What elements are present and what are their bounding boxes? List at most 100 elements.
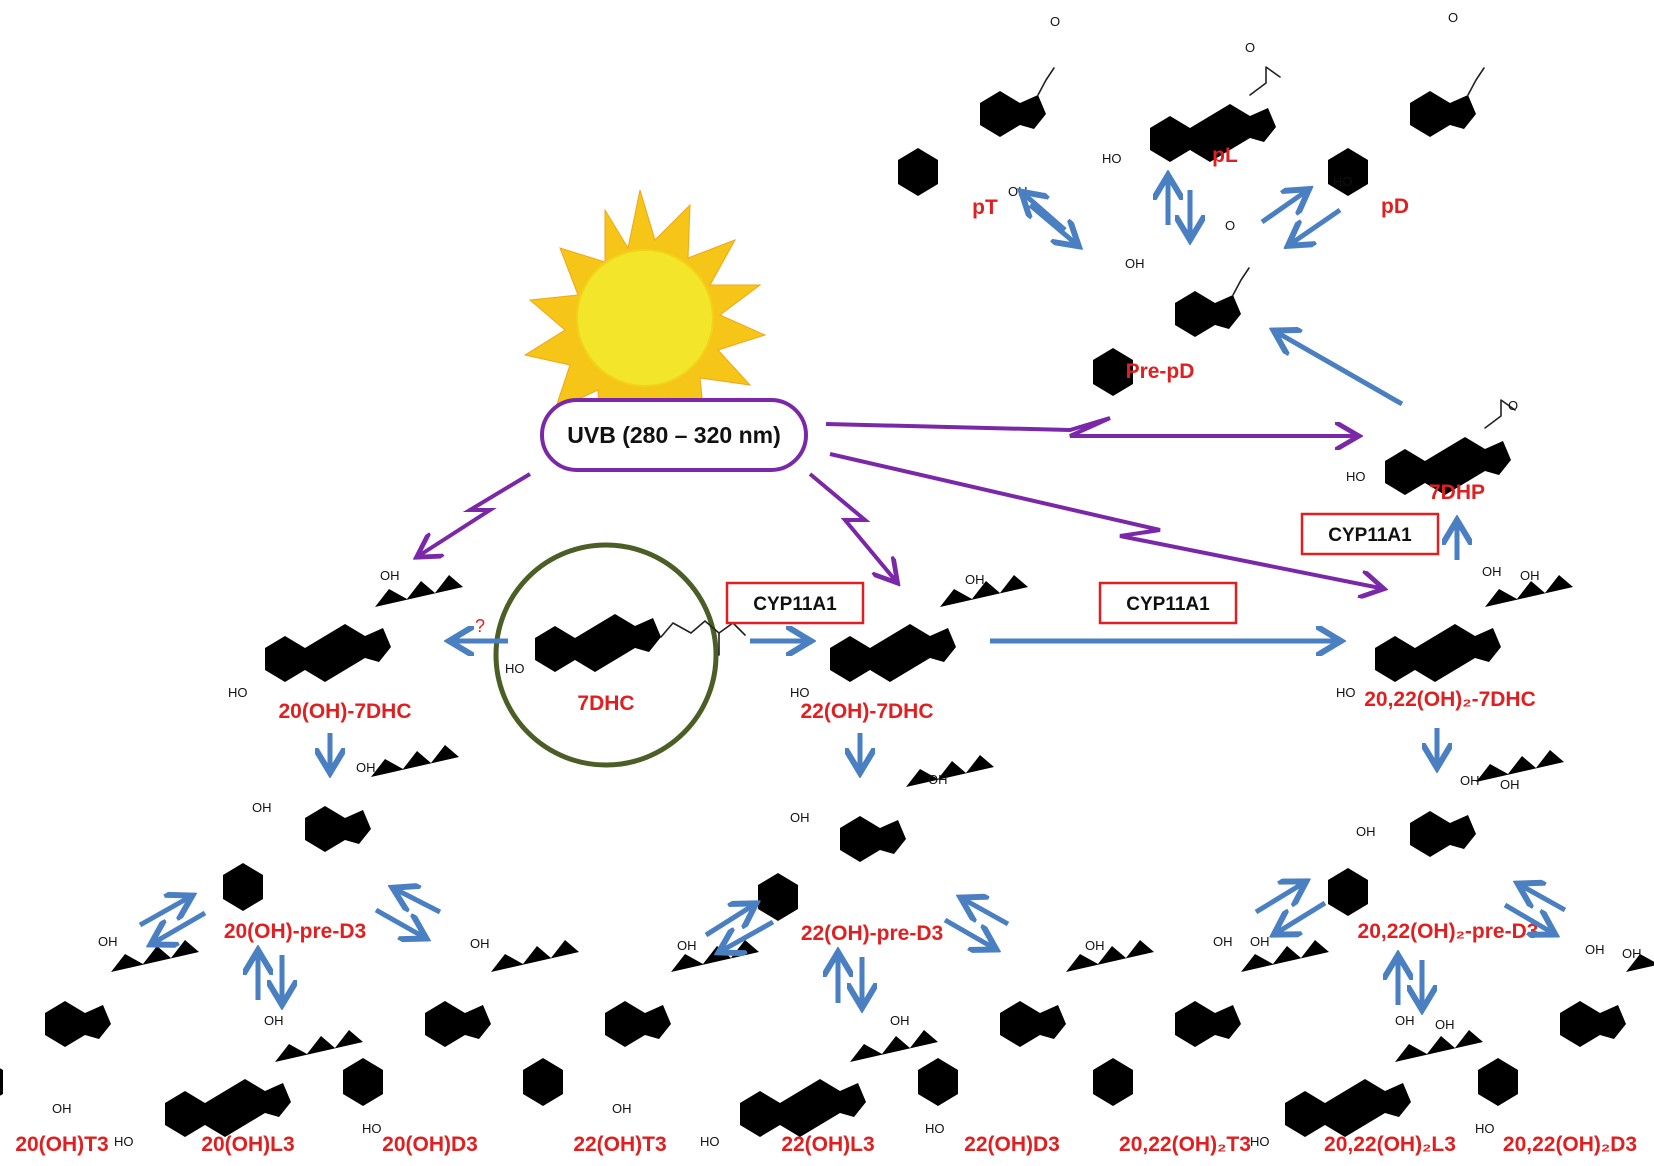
- compound-pre-pd: OH O Pre-pD: [1093, 218, 1250, 396]
- compound-20oh-pre-d3: OH OH 20(OH)-pre-D3: [223, 729, 459, 943]
- svg-text:OH: OH: [52, 1101, 72, 1116]
- label-7dhc: 7DHC: [577, 692, 634, 715]
- svg-text:7DHP: 7DHP: [1429, 481, 1485, 504]
- svg-text:20(OH)-7DHC: 20(OH)-7DHC: [278, 700, 411, 723]
- svg-text:HO: HO: [1475, 1121, 1495, 1136]
- svg-text:20,22(OH)₂D3: 20,22(OH)₂D3: [1503, 1133, 1637, 1156]
- svg-text:HO: HO: [228, 685, 248, 700]
- svg-text:HO: HO: [362, 1121, 382, 1136]
- blue-arrows: [138, 180, 1567, 1005]
- svg-text:OH: OH: [1435, 1017, 1455, 1032]
- compound-2022oh-t3: OH OH 20,22(OH)₂T3: [1093, 924, 1329, 1156]
- svg-text:HO: HO: [925, 1121, 945, 1136]
- svg-text:O: O: [1050, 14, 1060, 29]
- svg-text:OH: OH: [965, 572, 985, 587]
- svg-text:OH: OH: [890, 1013, 910, 1028]
- svg-text:HO: HO: [790, 685, 810, 700]
- svg-text:pD: pD: [1381, 195, 1409, 218]
- svg-text:O: O: [1448, 10, 1458, 25]
- svg-text:OH: OH: [1356, 824, 1376, 839]
- compound-2022oh-l3: OH OH HO 20,22(OH)₂L3: [1250, 1013, 1483, 1156]
- svg-text:OH: OH: [677, 938, 697, 953]
- svg-text:20,22(OH)₂L3: 20,22(OH)₂L3: [1324, 1133, 1456, 1156]
- svg-text:Pre-pD: Pre-pD: [1126, 360, 1195, 383]
- 7dhc-structure: [521, 601, 746, 672]
- svg-text:CYP11A1: CYP11A1: [753, 594, 837, 615]
- svg-text:O: O: [1508, 398, 1518, 413]
- compound-20oh-7dhc: OH HO 20(OH)-7DHC: [228, 559, 463, 723]
- svg-text:OH: OH: [1250, 934, 1270, 949]
- uvb-box: UVB (280 – 320 nm): [540, 398, 808, 472]
- svg-text:HO: HO: [1102, 151, 1122, 166]
- svg-text:OH: OH: [1585, 942, 1605, 957]
- svg-text:pT: pT: [972, 196, 998, 219]
- svg-text:20(OH)D3: 20(OH)D3: [382, 1133, 478, 1156]
- svg-text:pL: pL: [1212, 144, 1238, 167]
- svg-text:OH: OH: [1395, 1013, 1415, 1028]
- svg-text:O: O: [1245, 40, 1255, 55]
- svg-text:20,22(OH)₂-pre-D3: 20,22(OH)₂-pre-D3: [1358, 920, 1539, 943]
- question-mark: ?: [475, 616, 485, 636]
- compound-22oh-d3: OH HO 22(OH)D3: [918, 924, 1154, 1156]
- compound-20oh-l3: OH HO 20(OH)L3: [114, 1013, 363, 1156]
- compound-22oh-t3: OH OH 22(OH)T3: [523, 924, 759, 1156]
- svg-text:OH: OH: [612, 1101, 632, 1116]
- svg-text:OH: OH: [470, 936, 490, 951]
- svg-text:22(OH)D3: 22(OH)D3: [964, 1133, 1060, 1156]
- svg-text:OH: OH: [252, 800, 272, 815]
- compound-pl: O HO pL: [1102, 40, 1281, 167]
- svg-text:20,22(OH)₂-7DHC: 20,22(OH)₂-7DHC: [1364, 688, 1536, 711]
- svg-text:OH: OH: [928, 772, 948, 787]
- svg-text:OH: OH: [264, 1013, 284, 1028]
- compound-22oh-pre-d3: OH OH 22(OH)-pre-D3: [758, 739, 994, 945]
- compound-pt: O OH pT: [898, 14, 1060, 219]
- uvb-label: UVB (280 – 320 nm): [567, 422, 780, 448]
- compound-pd: O HO pD: [1328, 10, 1485, 218]
- svg-text:OH: OH: [1520, 568, 1540, 583]
- svg-text:HO: HO: [114, 1134, 134, 1149]
- compound-22oh-7dhc: OH HO 22(OH)-7DHC: [790, 559, 1028, 723]
- compound-20oh-t3: OH OH 20(OH)T3: [0, 924, 199, 1156]
- svg-text:OH: OH: [1460, 773, 1480, 788]
- compound-2022oh-d3: OH OH HO 20,22(OH)₂D3: [1475, 924, 1654, 1156]
- sun-icon: [523, 189, 767, 447]
- svg-text:HO: HO: [1250, 1134, 1270, 1149]
- uv-arrows: [420, 416, 1380, 588]
- svg-text:HO: HO: [1336, 685, 1356, 700]
- svg-text:OH: OH: [790, 810, 810, 825]
- svg-text:HO: HO: [1346, 469, 1366, 484]
- svg-text:OH: OH: [1085, 938, 1105, 953]
- svg-text:20(OH)T3: 20(OH)T3: [15, 1133, 108, 1156]
- enzyme-cyp11a1-3: CYP11A1: [1300, 512, 1440, 556]
- svg-text:OH: OH: [1213, 934, 1233, 949]
- svg-text:22(OH)-pre-D3: 22(OH)-pre-D3: [801, 922, 943, 945]
- svg-text:22(OH)-7DHC: 22(OH)-7DHC: [800, 700, 933, 723]
- svg-text:HO: HO: [1333, 174, 1353, 189]
- enzyme-cyp11a1-2: CYP11A1: [1098, 581, 1238, 625]
- svg-text:OH: OH: [98, 934, 118, 949]
- svg-text:HO: HO: [700, 1134, 720, 1149]
- svg-text:20(OH)-pre-D3: 20(OH)-pre-D3: [224, 920, 366, 943]
- svg-text:20(OH)L3: 20(OH)L3: [201, 1133, 294, 1156]
- svg-text:HO: HO: [505, 661, 525, 676]
- svg-text:CYP11A1: CYP11A1: [1328, 525, 1412, 546]
- svg-text:OH: OH: [380, 568, 400, 583]
- svg-text:OH: OH: [1125, 256, 1145, 271]
- central-7dhc: HO 7DHC: [493, 542, 746, 768]
- svg-text:CYP11A1: CYP11A1: [1126, 594, 1210, 615]
- compound-2022oh-7dhc: OH OH HO 20,22(OH)₂-7DHC: [1336, 559, 1573, 711]
- svg-text:OH: OH: [356, 760, 376, 775]
- svg-text:20,22(OH)₂T3: 20,22(OH)₂T3: [1119, 1133, 1251, 1156]
- compound-20oh-d3: OH HO 20(OH)D3: [343, 924, 579, 1156]
- svg-text:OH: OH: [1500, 777, 1520, 792]
- svg-text:O: O: [1225, 218, 1235, 233]
- enzyme-cyp11a1-1: CYP11A1: [725, 581, 865, 625]
- compound-7dhp: O HO 7DHP: [1346, 398, 1518, 504]
- compound-22oh-l3: OH HO 22(OH)L3: [700, 1013, 938, 1156]
- svg-text:22(OH)L3: 22(OH)L3: [781, 1133, 874, 1156]
- svg-text:OH: OH: [1482, 564, 1502, 579]
- compound-2022oh-pre-d3: OH OH OH 20,22(OH)₂-pre-D3: [1328, 734, 1564, 943]
- svg-text:22(OH)T3: 22(OH)T3: [573, 1133, 666, 1156]
- svg-text:OH: OH: [1622, 946, 1642, 961]
